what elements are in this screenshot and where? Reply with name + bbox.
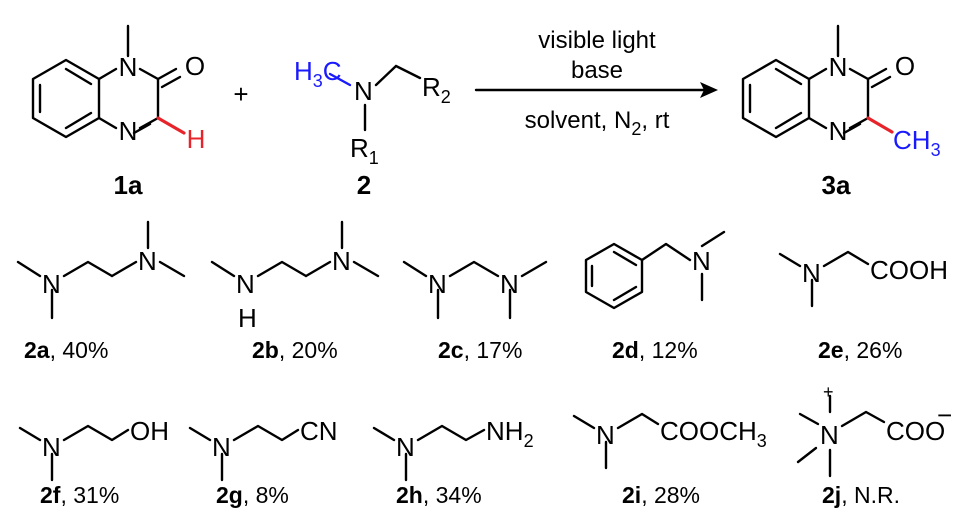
product-atom-o: O bbox=[895, 51, 915, 81]
svg-text:N: N bbox=[596, 420, 615, 450]
svg-text:+: + bbox=[823, 382, 834, 402]
svg-text:N: N bbox=[42, 269, 61, 299]
svg-text:COO: COO bbox=[886, 416, 945, 446]
svg-text:N: N bbox=[138, 246, 157, 276]
reactant-1a-structure: N O N H bbox=[31, 24, 206, 154]
amine-2j-structure: N + COO − bbox=[796, 382, 952, 478]
cooch3-group: COOCH3 bbox=[660, 416, 767, 451]
amine-label-2a: 2a, 40% bbox=[24, 337, 108, 363]
svg-text:OH: OH bbox=[130, 416, 169, 446]
svg-text:CN: CN bbox=[300, 416, 338, 446]
reaction-arrow bbox=[474, 82, 718, 98]
product-atom-n4: N bbox=[829, 116, 848, 146]
amine-2e-structure: N COOH bbox=[778, 250, 948, 308]
svg-text:N: N bbox=[42, 432, 61, 462]
amine-2f-structure: N OH bbox=[18, 416, 169, 482]
atom-h-red: H bbox=[187, 124, 206, 154]
amine-2i-structure: N COOCH3 bbox=[572, 412, 767, 470]
amine-label-2i: 2i, 28% bbox=[622, 482, 700, 508]
svg-text:N: N bbox=[396, 432, 415, 462]
h3c-group: H3C bbox=[294, 56, 342, 91]
amine-label-2d: 2d, 12% bbox=[612, 337, 698, 363]
atom-n1: N bbox=[119, 52, 138, 82]
r2-group: R2 bbox=[422, 72, 451, 107]
svg-text:N: N bbox=[802, 258, 821, 288]
amine-2b-structure: N H N bbox=[210, 220, 380, 333]
plus-sign: + bbox=[233, 79, 248, 109]
condition-base: base bbox=[571, 57, 623, 84]
svg-text:N: N bbox=[428, 269, 447, 299]
svg-text:N: N bbox=[820, 420, 839, 450]
r1-group: R1 bbox=[350, 133, 379, 168]
atom-n4: N bbox=[119, 116, 138, 146]
amine-2c-structure: N N bbox=[402, 260, 548, 320]
compound-label-2: 2 bbox=[357, 170, 371, 200]
amine-2h-structure: N NH2 bbox=[372, 416, 534, 482]
svg-text:N: N bbox=[236, 269, 255, 299]
amine-label-2j: 2j, N.R. bbox=[822, 482, 900, 508]
amine-label-2b: 2b, 20% bbox=[252, 337, 338, 363]
amine-label-2e: 2e, 26% bbox=[818, 337, 902, 363]
reactant-2-structure: H3C N R1 R2 bbox=[294, 56, 451, 168]
svg-text:N: N bbox=[500, 269, 519, 299]
amine-2d-structure: N bbox=[584, 230, 726, 310]
compound-label-3a: 3a bbox=[822, 170, 851, 200]
amine-2g-structure: N CN bbox=[188, 416, 338, 482]
amine-label-2f: 2f, 31% bbox=[40, 482, 119, 508]
condition-light: visible light bbox=[538, 27, 656, 54]
amine-label-2h: 2h, 34% bbox=[396, 482, 482, 508]
svg-text:COOH: COOH bbox=[870, 255, 948, 285]
amine-n: N bbox=[354, 76, 373, 106]
nh2-group: NH2 bbox=[486, 416, 534, 451]
condition-solvent: solvent, N2, rt bbox=[525, 107, 670, 139]
amine-label-2c: 2c, 17% bbox=[438, 337, 522, 363]
product-ch3: CH3 bbox=[893, 125, 941, 160]
svg-text:−: − bbox=[937, 400, 952, 430]
svg-text:N: N bbox=[692, 246, 711, 276]
product-atom-n1: N bbox=[829, 52, 848, 82]
svg-text:N: N bbox=[332, 246, 351, 276]
svg-text:N: N bbox=[212, 432, 231, 462]
atom-o: O bbox=[185, 51, 205, 81]
compound-label-1a: 1a bbox=[114, 170, 143, 200]
product-3a-structure: N O N CH3 bbox=[741, 24, 941, 160]
amine-2a-structure: N N bbox=[16, 220, 186, 320]
svg-text:H: H bbox=[238, 303, 257, 333]
amine-label-2g: 2g, 8% bbox=[216, 482, 289, 508]
